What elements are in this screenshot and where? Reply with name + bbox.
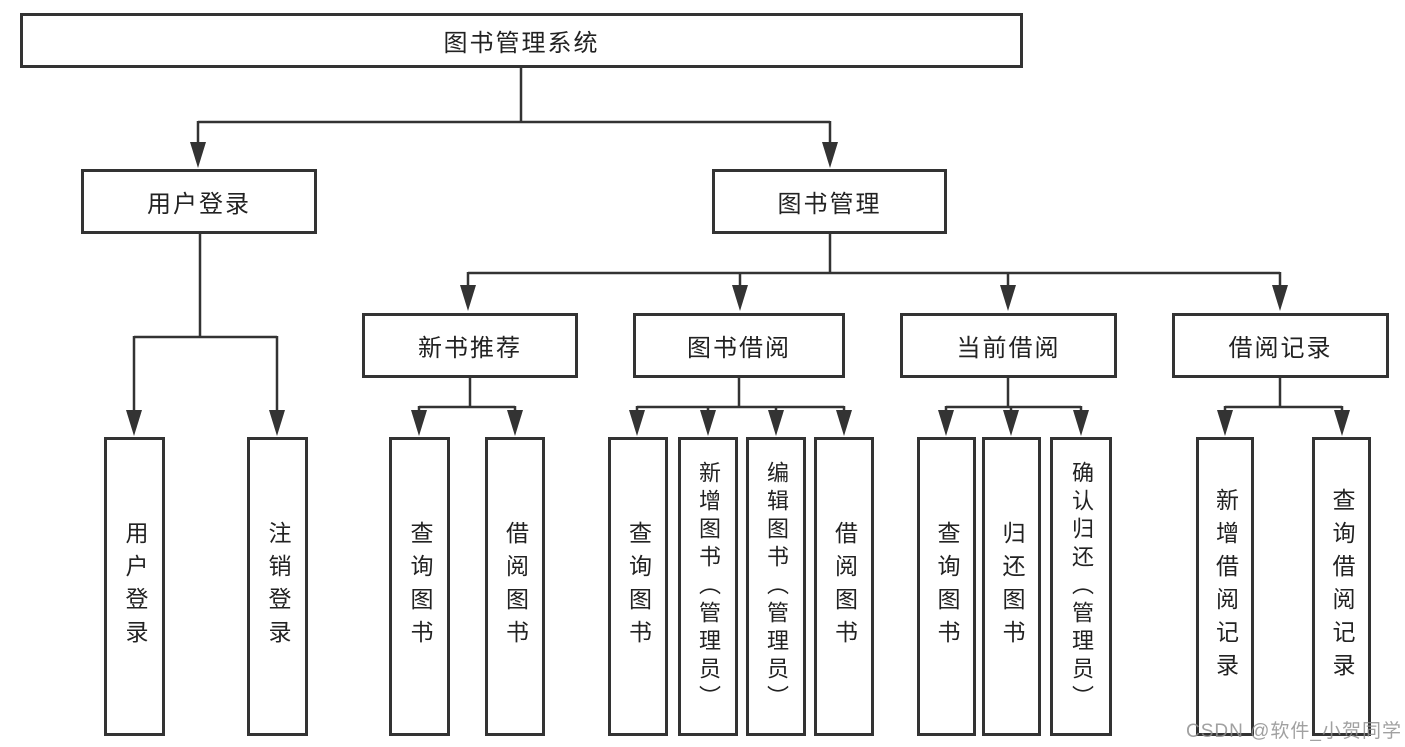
leaf-query-books-1-label: 查询图书 [407, 520, 433, 653]
node-user-login: 用户登录 [81, 169, 317, 234]
node-new-book-recommendation-label: 新书推荐 [418, 335, 522, 362]
node-current-borrowing: 当前借阅 [900, 313, 1117, 378]
leaf-user-login-label: 用户登录 [122, 520, 148, 653]
leaf-confirm-return-admin: 确认归还（管理员） [1050, 437, 1112, 736]
leaf-edit-book-admin-label: 编辑图书（管理员） [764, 460, 789, 713]
node-book-management-label: 图书管理 [777, 191, 882, 218]
leaf-query-borrow-record: 查询借阅记录 [1312, 437, 1371, 736]
node-book-management-system-label: 图书管理系统 [443, 30, 600, 57]
node-borrowing-records: 借阅记录 [1172, 313, 1389, 378]
leaf-query-borrow-record-label: 查询借阅记录 [1329, 487, 1355, 686]
leaf-confirm-return-admin-label: 确认归还（管理员） [1069, 460, 1094, 713]
node-book-borrowing-label: 图书借阅 [687, 335, 791, 362]
leaf-return-books: 归还图书 [982, 437, 1041, 736]
leaf-add-borrow-record: 新增借阅记录 [1196, 437, 1254, 736]
leaf-add-book-admin: 新增图书（管理员） [678, 437, 738, 736]
node-user-login-label: 用户登录 [147, 191, 251, 218]
leaf-borrow-books-2-label: 借阅图书 [831, 520, 858, 653]
leaf-add-borrow-record-label: 新增借阅记录 [1212, 487, 1239, 686]
watermark-text: CSDN @软件_小贺同学 [1186, 721, 1402, 742]
leaf-logout: 注销登录 [247, 437, 308, 736]
leaf-query-books-1: 查询图书 [389, 437, 450, 736]
node-new-book-recommendation: 新书推荐 [362, 313, 578, 378]
leaf-logout-label: 注销登录 [265, 520, 291, 653]
leaf-borrow-books-1: 借阅图书 [485, 437, 545, 736]
leaf-borrow-books-1-label: 借阅图书 [502, 520, 529, 653]
node-current-borrowing-label: 当前借阅 [956, 335, 1061, 362]
leaf-query-books-2-label: 查询图书 [625, 520, 652, 653]
node-book-management: 图书管理 [712, 169, 947, 234]
arrowheads [126, 142, 1350, 436]
leaf-return-books-label: 归还图书 [999, 520, 1025, 653]
leaf-edit-book-admin: 编辑图书（管理员） [746, 437, 806, 736]
leaf-query-books-3-label: 查询图书 [934, 520, 960, 653]
node-borrowing-records-label: 借阅记录 [1228, 335, 1333, 362]
node-book-borrowing: 图书借阅 [633, 313, 845, 378]
leaf-borrow-books-2: 借阅图书 [814, 437, 874, 736]
leaf-query-books-2: 查询图书 [608, 437, 668, 736]
leaf-query-books-3: 查询图书 [917, 437, 976, 736]
leaf-add-book-admin-label: 新增图书（管理员） [696, 460, 721, 713]
leaf-user-login: 用户登录 [104, 437, 165, 736]
node-book-management-system: 图书管理系统 [20, 13, 1023, 68]
